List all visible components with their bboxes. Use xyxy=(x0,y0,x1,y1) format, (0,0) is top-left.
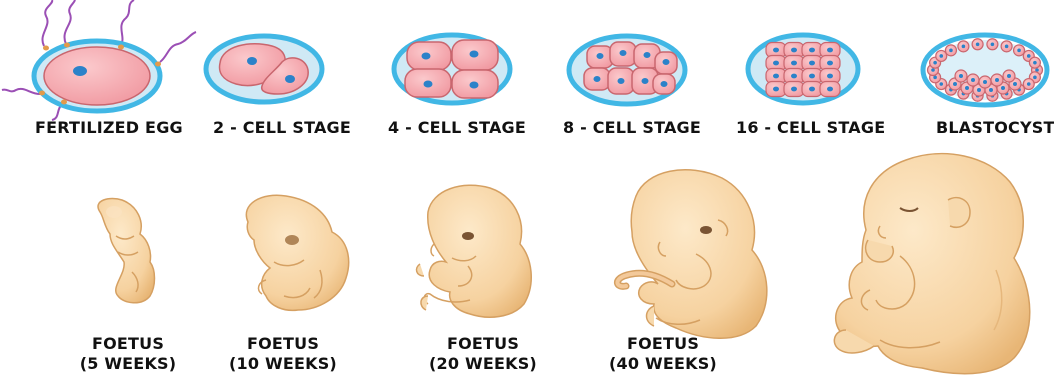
blastocyst-nucleus xyxy=(949,49,953,53)
inner-cell-mass-nucleus xyxy=(953,82,957,86)
four-cell-icon xyxy=(394,35,510,103)
inner-cell-mass-nucleus xyxy=(965,86,969,90)
label-foetus-5-weeks: FOETUS (5 WEEKS) xyxy=(78,334,178,374)
blastocyst-nucleus xyxy=(1033,76,1037,80)
inner-cell-mass-nucleus xyxy=(1001,86,1005,90)
foetus-40-weeks-title: FOETUS xyxy=(606,334,720,354)
foetus-20-weeks-icon xyxy=(417,185,532,317)
label-foetus-40-weeks: FOETUS (40 WEEKS) xyxy=(606,334,720,374)
blastocyst-nucleus xyxy=(931,68,935,72)
morula-nucleus xyxy=(773,74,779,79)
inner-cell-mass-nucleus xyxy=(989,88,993,92)
morula-nucleus xyxy=(773,61,779,66)
inner-cell-mass-nucleus xyxy=(983,80,987,84)
blastocyst-nucleus xyxy=(1035,68,1039,72)
blastocyst-nucleus xyxy=(933,76,937,80)
morula-nucleus xyxy=(827,74,833,79)
label-four-cell-stage: 4 - CELL STAGE xyxy=(388,118,526,137)
morula-nucleus xyxy=(827,48,833,53)
foetus-10-weeks-title: FOETUS xyxy=(228,334,338,354)
morula-nucleus xyxy=(827,87,833,92)
foetus-5-weeks-icon xyxy=(98,199,154,303)
morula-nucleus xyxy=(791,61,797,66)
label-foetus-10-weeks: FOETUS (10 WEEKS) xyxy=(228,334,338,374)
foetus-40-weeks-age: (40 WEEKS) xyxy=(606,354,720,374)
blastocyst-nucleus xyxy=(976,42,980,46)
inner-cell-mass-nucleus xyxy=(971,78,975,82)
foetus-5-weeks-age: (5 WEEKS) xyxy=(78,354,178,374)
eight-cell-icon xyxy=(569,36,685,104)
blastocyst-nucleus xyxy=(1027,82,1031,86)
label-fertilized-egg: FERTILIZED EGG xyxy=(35,118,183,137)
morula-nucleus xyxy=(809,87,815,92)
two-cell-icon xyxy=(206,36,322,102)
blastocyst-nucleus xyxy=(1027,54,1031,58)
blastocyst-icon xyxy=(923,35,1047,105)
label-sixteen-cell-stage: 16 - CELL STAGE xyxy=(736,118,885,137)
morula-nucleus xyxy=(773,87,779,92)
inner-cell-mass-nucleus xyxy=(1013,82,1017,86)
inner-cell-mass-nucleus xyxy=(995,78,999,82)
blastocyst-nucleus xyxy=(1017,49,1021,53)
morula-nucleus xyxy=(791,87,797,92)
foetus-20-weeks-title: FOETUS xyxy=(426,334,540,354)
morula-nucleus xyxy=(773,48,779,53)
blastocyst-nucleus xyxy=(1033,61,1037,65)
foetus-10-weeks-age: (10 WEEKS) xyxy=(228,354,338,374)
morula-nucleus xyxy=(809,48,815,53)
inner-cell-mass-nucleus xyxy=(959,74,963,78)
morula-nucleus xyxy=(827,61,833,66)
blastocyst-nucleus xyxy=(933,61,937,65)
label-two-cell-stage: 2 - CELL STAGE xyxy=(213,118,351,137)
sixteen-cell-icon xyxy=(748,35,858,103)
morula-nucleus xyxy=(809,61,815,66)
morula-nucleus xyxy=(809,74,815,79)
morula-nucleus xyxy=(791,48,797,53)
label-eight-cell-stage: 8 - CELL STAGE xyxy=(563,118,701,137)
fertilized-egg-icon xyxy=(2,0,196,120)
foetus-20-weeks-age: (20 WEEKS) xyxy=(426,354,540,374)
foetus-full-term-icon xyxy=(834,154,1029,374)
inner-cell-mass-nucleus xyxy=(977,88,981,92)
blastocyst-nucleus xyxy=(939,54,943,58)
foetus-40-weeks-icon xyxy=(617,170,766,338)
blastocyst-nucleus xyxy=(991,42,995,46)
foetus-10-weeks-icon xyxy=(246,195,348,310)
inner-cell-mass-nucleus xyxy=(1007,74,1011,78)
morula-nucleus xyxy=(791,74,797,79)
label-foetus-20-weeks: FOETUS (20 WEEKS) xyxy=(426,334,540,374)
foetus-5-weeks-title: FOETUS xyxy=(78,334,178,354)
blastocyst-nucleus xyxy=(939,82,943,86)
label-blastocyst: BLASTOCYST xyxy=(936,118,1054,137)
blastocyst-nucleus xyxy=(1005,45,1009,49)
blastocyst-nucleus xyxy=(962,45,966,49)
